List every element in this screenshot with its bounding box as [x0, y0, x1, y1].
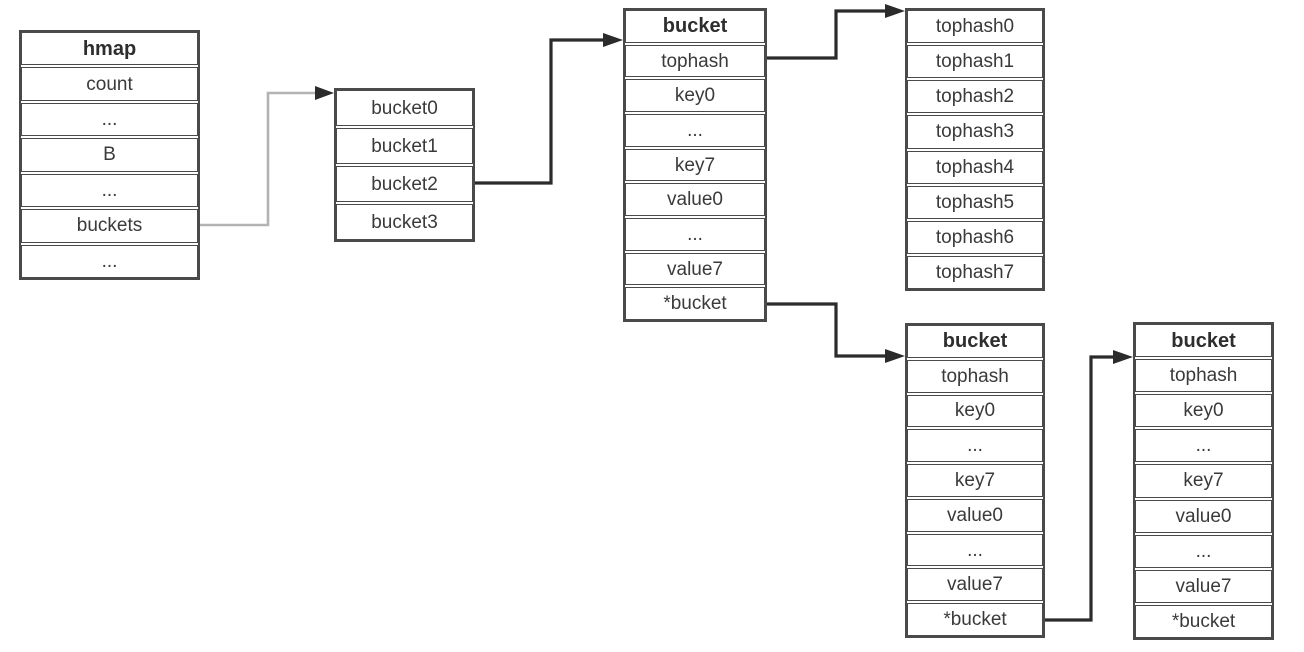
overflow2-row-starbucket: *bucket — [1135, 604, 1272, 638]
tophash-array-table: tophash0 tophash1 tophash2 tophash3 toph… — [905, 8, 1045, 291]
bucket-struct-row-ellipsis: ... — [625, 114, 765, 147]
arrow-buckets-to-bucket-array — [200, 86, 334, 227]
hmap-table: hmap count ... B ... buckets ... — [19, 30, 200, 280]
hmap-row-ellipsis: ... — [21, 244, 198, 278]
overflow1-row-ellipsis: ... — [907, 533, 1043, 567]
bucket-array-row-bucket0: bucket0 — [336, 90, 473, 126]
bucket-struct-table: bucket tophash key0 ... key7 value0 ... … — [623, 8, 767, 322]
hmap-header: hmap — [21, 32, 198, 66]
overflow2-row-key7: key7 — [1135, 464, 1272, 498]
overflow2-row-value7: value7 — [1135, 569, 1272, 603]
bucket-struct-row-value7: value7 — [625, 252, 765, 286]
overflow1-row-ellipsis: ... — [907, 429, 1043, 463]
overflow1-row-starbucket: *bucket — [907, 603, 1043, 637]
bucket-struct-header: bucket — [625, 10, 765, 43]
hmap-row-ellipsis: ... — [21, 102, 198, 137]
hmap-row-count: count — [21, 67, 198, 101]
tophash-array-row-4: tophash4 — [907, 150, 1043, 184]
overflow-bucket-table-2: bucket tophash key0 ... key7 value0 ... … — [1133, 322, 1274, 640]
overflow1-row-value7: value7 — [907, 568, 1043, 602]
tophash-array-row-0: tophash0 — [907, 10, 1043, 44]
bucket-struct-row-key7: key7 — [625, 148, 765, 182]
bucket-array-row-bucket3: bucket3 — [336, 204, 473, 240]
overflow2-row-ellipsis: ... — [1135, 429, 1272, 463]
bucket-struct-row-ellipsis: ... — [625, 218, 765, 251]
bucket-array-table: bucket0 bucket1 bucket2 bucket3 — [334, 88, 475, 242]
hmap-row-buckets: buckets — [21, 209, 198, 243]
overflow1-row-key0: key0 — [907, 394, 1043, 428]
tophash-array-row-6: tophash6 — [907, 220, 1043, 254]
overflow1-row-tophash: tophash — [907, 359, 1043, 393]
tophash-array-row-5: tophash5 — [907, 185, 1043, 219]
bucket-struct-row-value0: value0 — [625, 183, 765, 217]
arrow-overflow1-starbucket-to-overflow2 — [1044, 350, 1133, 622]
tophash-array-row-1: tophash1 — [907, 45, 1043, 79]
bucket-array-row-bucket1: bucket1 — [336, 128, 473, 164]
arrow-tophash-to-tophash-array — [766, 4, 905, 60]
tophash-array-row-7: tophash7 — [907, 255, 1043, 289]
hmap-row-b: B — [21, 138, 198, 172]
bucket-struct-row-key0: key0 — [625, 79, 765, 113]
overflow-bucket-table-1: bucket tophash key0 ... key7 value0 ... … — [905, 323, 1045, 638]
overflow2-row-ellipsis: ... — [1135, 534, 1272, 568]
tophash-array-row-2: tophash2 — [907, 80, 1043, 114]
overflow1-header: bucket — [907, 325, 1043, 358]
bucket-array-row-bucket2: bucket2 — [336, 166, 473, 202]
bucket-struct-row-tophash: tophash — [625, 44, 765, 78]
bucket-struct-row-starbucket: *bucket — [625, 287, 765, 321]
arrow-starbucket-to-overflow1 — [766, 302, 905, 363]
overflow2-row-tophash: tophash — [1135, 359, 1272, 393]
hmap-row-ellipsis: ... — [21, 173, 198, 208]
overflow2-row-value0: value0 — [1135, 499, 1272, 533]
overflow2-header: bucket — [1135, 324, 1272, 358]
tophash-array-row-3: tophash3 — [907, 115, 1043, 149]
arrow-bucket2-to-bucket-struct — [474, 33, 623, 185]
overflow1-row-value0: value0 — [907, 498, 1043, 532]
overflow2-row-key0: key0 — [1135, 394, 1272, 428]
overflow1-row-key7: key7 — [907, 464, 1043, 497]
